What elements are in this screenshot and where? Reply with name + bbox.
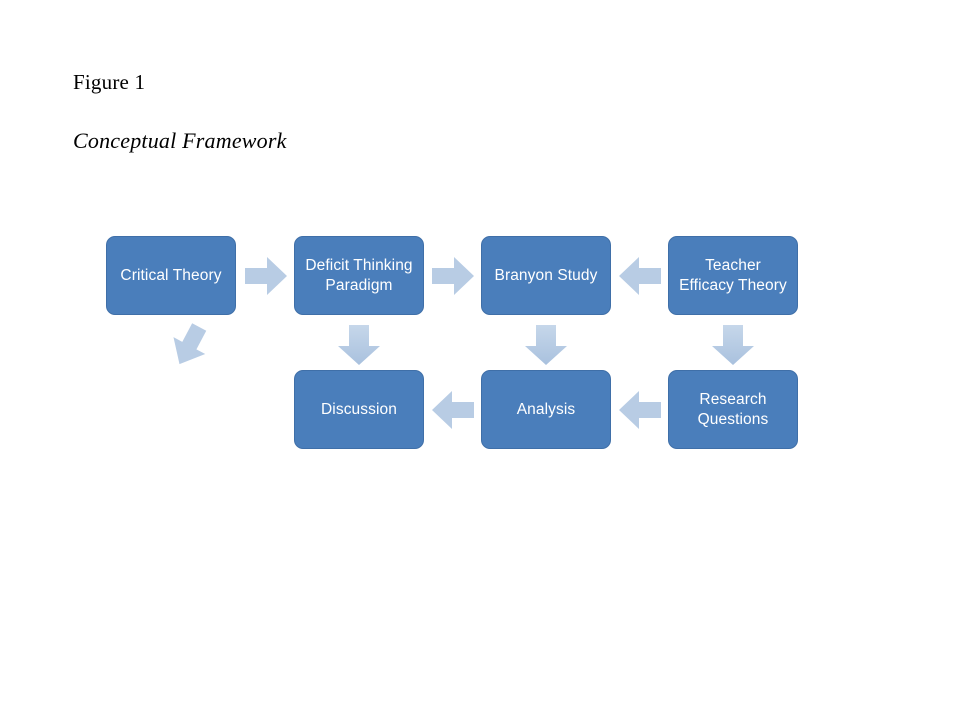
node-teacher-efficacy-theory[interactable]: Teacher Efficacy Theory: [668, 236, 798, 315]
figure-caption: Conceptual Framework: [73, 128, 287, 153]
figure-label: Figure 1: [73, 70, 146, 94]
node-discussion-label: Discussion: [321, 400, 397, 418]
node-deficit-thinking-paradigm-label: Deficit Thinking Paradigm: [301, 256, 417, 296]
node-research-line-2: Questions: [697, 410, 769, 428]
arrow-critical-theory-diagonal: [166, 323, 212, 369]
node-research-questions[interactable]: Research Questions: [668, 370, 798, 449]
node-teacher-efficacy-theory-label: Teacher Efficacy Theory: [675, 256, 791, 296]
node-teacher-line-2: Efficacy Theory: [679, 276, 787, 294]
arrow-critical-theory-to-deficit-thinking: [245, 257, 287, 295]
node-deficit-line-1: Deficit Thinking: [305, 256, 413, 274]
arrow-deficit-thinking-to-discussion: [338, 325, 380, 365]
node-research-questions-label: Research Questions: [675, 390, 791, 430]
arrow-deficit-thinking-to-branyon-study: [432, 257, 474, 295]
node-deficit-thinking-paradigm[interactable]: Deficit Thinking Paradigm: [294, 236, 424, 315]
node-branyon-study-label: Branyon Study: [494, 266, 598, 284]
node-branyon-study[interactable]: Branyon Study: [481, 236, 611, 315]
node-critical-theory-label: Critical Theory: [120, 266, 222, 284]
node-analysis[interactable]: Analysis: [481, 370, 611, 449]
node-analysis-label: Analysis: [516, 400, 576, 418]
node-discussion[interactable]: Discussion: [294, 370, 424, 449]
node-research-line-1: Research: [699, 390, 767, 408]
node-deficit-line-2: Paradigm: [325, 276, 393, 294]
arrow-research-questions-to-analysis: [619, 391, 661, 429]
arrow-branyon-study-to-analysis: [525, 325, 567, 365]
arrow-analysis-to-discussion: [432, 391, 474, 429]
node-critical-theory[interactable]: Critical Theory: [106, 236, 236, 315]
arrow-teacher-efficacy-to-research-questions: [712, 325, 754, 365]
node-teacher-line-1: Teacher: [705, 256, 761, 274]
arrow-teacher-efficacy-to-branyon-study: [619, 257, 661, 295]
